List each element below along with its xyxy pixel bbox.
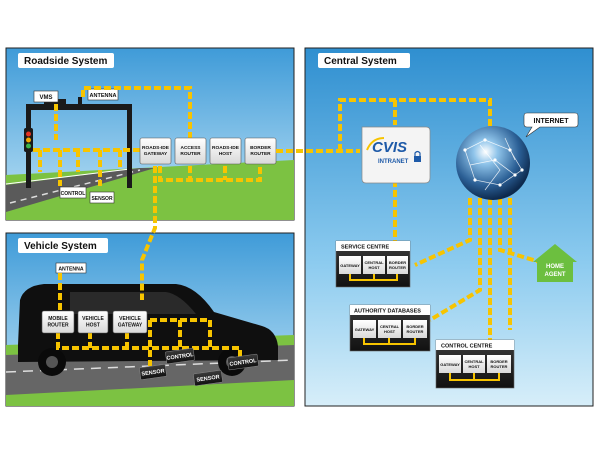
- svg-text:GATEWAY: GATEWAY: [118, 323, 143, 329]
- internet-globe: [456, 126, 530, 200]
- roadside-control-tag: [59, 186, 87, 199]
- vehicle-control-tag-2: CONTROL: [227, 353, 259, 371]
- mobile-router-box: MOBILE ROUTER: [41, 310, 75, 334]
- svg-text:VEHICLE: VEHICLE: [119, 316, 141, 322]
- svg-text:ROUTER: ROUTER: [47, 323, 69, 329]
- central-title: Central System: [324, 56, 397, 67]
- central-panel: CVIS INTRANET INTERNET: [276, 47, 594, 407]
- roadside-access-router-box: ACCESS ROUTER: [174, 137, 207, 165]
- svg-text:HOST: HOST: [219, 151, 232, 157]
- svg-text:HOST: HOST: [468, 364, 480, 369]
- roadside-panel: VMS ANTENNA CONTROL SENSOR ROADS-IDE GAT…: [5, 47, 295, 221]
- cvis-logo: CVIS: [372, 139, 407, 156]
- intranet-label: INTRANET: [378, 159, 409, 165]
- svg-text:CENTRAL: CENTRAL: [464, 359, 484, 364]
- vehicle-title: Vehicle System: [24, 241, 97, 252]
- svg-text:ROUTER: ROUTER: [180, 151, 201, 157]
- svg-text:BORDER: BORDER: [389, 260, 406, 265]
- lock-icon: [414, 150, 421, 156]
- svg-text:GATEWAY: GATEWAY: [144, 151, 168, 157]
- svg-text:CONTROL CENTRE: CONTROL CENTRE: [441, 344, 493, 350]
- central-title-box: [318, 53, 410, 68]
- vehicle-panel: ANTENNA MOBILE ROUTER VEHICLE HOST VEHIC…: [5, 166, 295, 407]
- roadside-sensor-tag: [89, 191, 115, 204]
- svg-text:AGENT: AGENT: [545, 272, 566, 278]
- svg-text:BORDER: BORDER: [250, 145, 271, 151]
- roadside-antenna-label: ANTENNA: [90, 93, 117, 99]
- svg-text:ROUTER: ROUTER: [407, 329, 424, 334]
- control-centre: CONTROL CENTRE GATEWAY CENTRAL HOST BORD…: [435, 339, 515, 389]
- vms-label: VMS: [39, 95, 52, 101]
- roadside-links: [33, 86, 262, 186]
- svg-text:CONTROL: CONTROL: [166, 352, 194, 362]
- svg-text:ROUTER: ROUTER: [491, 364, 508, 369]
- vehicle-gateway-box: VEHICLE GATEWAY: [112, 310, 148, 334]
- svg-text:CENTRAL: CENTRAL: [364, 260, 384, 265]
- roadside-to-vehicle-link: [140, 166, 157, 300]
- svg-text:HOST: HOST: [384, 329, 396, 334]
- antenna-callout: [87, 88, 119, 101]
- central-links: [276, 98, 541, 340]
- vehicle-title-box: [18, 238, 108, 253]
- internet-label: INTERNET: [534, 118, 570, 125]
- svg-text:ACCESS: ACCESS: [181, 145, 202, 151]
- cvis-intranet-box: CVIS INTRANET: [361, 126, 431, 184]
- home-agent-house: HOME AGENT: [533, 244, 577, 282]
- roadside-gateway-box: ROADS-IDE GATEWAY: [139, 137, 172, 165]
- roadside-title: Roadside System: [24, 56, 107, 67]
- svg-text:AUTHORITY DATABASES: AUTHORITY DATABASES: [354, 309, 421, 315]
- svg-text:SERVICE CENTRE: SERVICE CENTRE: [341, 245, 390, 251]
- svg-text:SENSOR: SENSOR: [196, 374, 220, 383]
- svg-text:GATEWAY: GATEWAY: [440, 362, 460, 367]
- vms-callout: [33, 90, 59, 103]
- roadside-sensor-label: SENSOR: [91, 196, 113, 202]
- svg-text:ROADS-IDE: ROADS-IDE: [142, 145, 170, 151]
- roadside-title-box: [18, 53, 114, 68]
- roadside-control-label: CONTROL: [61, 191, 86, 197]
- svg-text:CONTROL: CONTROL: [229, 358, 257, 368]
- vehicle-sensor-tag-2: SENSOR: [193, 369, 223, 387]
- vehicle-sensor-tag-1: SENSOR: [139, 364, 167, 380]
- svg-text:HOST: HOST: [368, 265, 380, 270]
- svg-text:SENSOR: SENSOR: [141, 368, 165, 377]
- vehicle-antenna-label: ANTENNA: [58, 267, 84, 273]
- roadside-border-router-box: BORDER ROUTER: [244, 137, 277, 165]
- svg-text:ROADS-IDE: ROADS-IDE: [212, 145, 240, 151]
- svg-text:ROUTER: ROUTER: [389, 265, 406, 270]
- vehicle-host-box: VEHICLE HOST: [77, 310, 109, 334]
- vehicle-control-tag-1: CONTROL: [165, 347, 195, 365]
- svg-text:CENTRAL: CENTRAL: [380, 324, 400, 329]
- svg-text:BORDER: BORDER: [406, 324, 423, 329]
- svg-text:MOBILE: MOBILE: [48, 316, 68, 322]
- svg-text:VEHICLE: VEHICLE: [82, 316, 104, 322]
- svg-text:GATEWAY: GATEWAY: [355, 327, 375, 332]
- service-centre: SERVICE CENTRE GATEWAY CENTRAL HOST BORD…: [335, 240, 411, 288]
- svg-text:HOST: HOST: [86, 323, 100, 329]
- roadside-host-box: ROADS-IDE HOST: [209, 137, 242, 165]
- gantry-beam: [26, 104, 132, 110]
- svg-text:HOME: HOME: [546, 264, 564, 270]
- vehicle-antenna-callout: [55, 262, 87, 274]
- svg-text:ROUTER: ROUTER: [250, 151, 271, 157]
- svg-text:GATEWAY: GATEWAY: [340, 263, 360, 268]
- svg-text:BORDER: BORDER: [490, 359, 507, 364]
- internet-callout: INTERNET: [523, 112, 579, 138]
- authority-databases: AUTHORITY DATABASES GATEWAY CENTRAL HOST…: [349, 304, 431, 352]
